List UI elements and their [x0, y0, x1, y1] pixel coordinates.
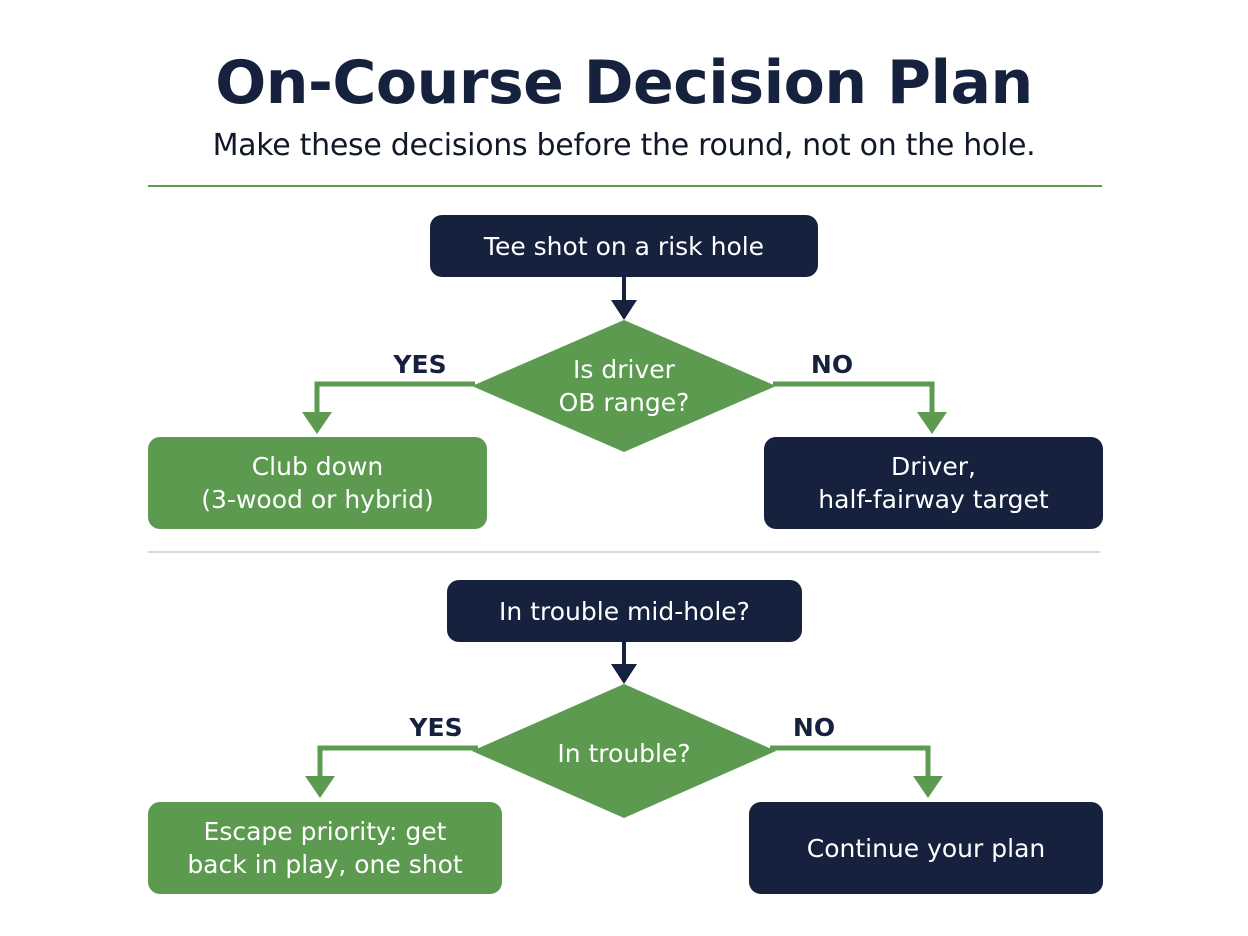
flow1-no-label: NO: [810, 350, 854, 379]
flow2-yes-label: YES: [409, 713, 463, 742]
page-title: On-Course Decision Plan: [215, 48, 1033, 118]
flow1-start-box: Tee shot on a risk hole: [430, 215, 818, 277]
flow1-yes-outcome-box: Club down (3-wood or hybrid): [148, 437, 487, 529]
flow2-yes-outcome-box: Escape priority: get back in play, one s…: [148, 802, 502, 894]
flow2-start-label: In trouble mid-hole?: [499, 596, 750, 626]
flow2-yes-outcome-label: Escape priority: get back in play, one s…: [187, 817, 463, 879]
flow1-connectors: [302, 277, 947, 452]
flow1-yes-outcome-label: Club down (3-wood or hybrid): [201, 452, 434, 514]
flow1-yes-label: YES: [393, 350, 447, 379]
flow2-connectors: [305, 642, 943, 818]
decision-diamond: [472, 684, 776, 818]
arrowhead-down-icon: [611, 664, 637, 684]
page-subtitle: Make these decisions before the round, n…: [212, 128, 1036, 163]
flow1-no-outcome-box: Driver, half-fairway target: [764, 437, 1103, 529]
flow2-no-label: NO: [792, 713, 836, 742]
arrowhead-down-icon: [305, 776, 335, 798]
decision-diamond: [472, 320, 776, 452]
flow2-start-box: In trouble mid-hole?: [447, 580, 802, 642]
flow2-no-outcome-box: Continue your plan: [749, 802, 1103, 894]
arrowhead-down-icon: [913, 776, 943, 798]
arrowhead-down-icon: [302, 412, 332, 434]
flow1-start-label: Tee shot on a risk hole: [483, 231, 765, 261]
flow2-no-outcome-label: Continue your plan: [806, 833, 1046, 863]
flow2-decision-label: In trouble?: [557, 738, 691, 768]
flow1-no-outcome-label: Driver, half-fairway target: [818, 452, 1049, 514]
arrowhead-down-icon: [917, 412, 947, 434]
flow1-decision-label: Is driver OB range?: [558, 355, 690, 417]
arrowhead-down-icon: [611, 300, 637, 320]
